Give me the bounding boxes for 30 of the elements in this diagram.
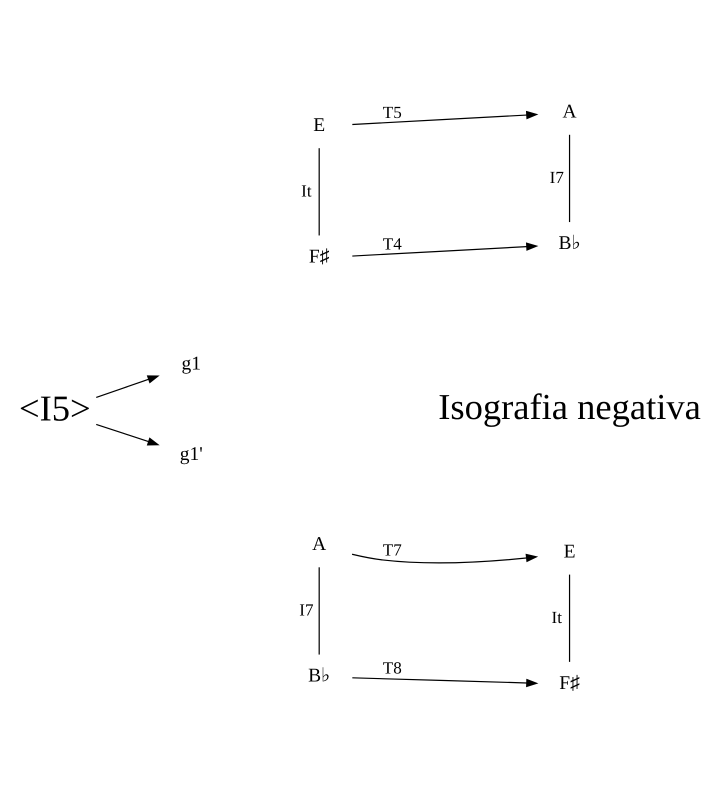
connector bbox=[568, 574, 570, 662]
edge-label: T8 bbox=[382, 658, 402, 677]
node-text: E bbox=[313, 114, 326, 136]
arrow bbox=[352, 553, 538, 563]
node-text: B♭ bbox=[558, 232, 581, 254]
arrow bbox=[96, 374, 160, 398]
node-text: B♭ bbox=[308, 665, 330, 686]
node-text: A bbox=[312, 533, 326, 554]
arrow bbox=[352, 110, 538, 125]
arrow bbox=[96, 423, 160, 445]
node-text: <I5> bbox=[18, 386, 91, 428]
arrow bbox=[352, 242, 538, 256]
connector bbox=[568, 134, 570, 222]
edge-label: T7 bbox=[382, 540, 402, 559]
edge-label: T4 bbox=[382, 234, 402, 253]
arrow bbox=[352, 676, 538, 687]
connector bbox=[318, 566, 320, 654]
node-text: E bbox=[564, 540, 576, 562]
node-text: F♯ bbox=[559, 672, 580, 694]
label: Isografia negativa bbox=[438, 386, 701, 427]
node-text: g1' bbox=[180, 443, 203, 464]
connector bbox=[318, 148, 320, 235]
node-text: A bbox=[562, 100, 577, 122]
node-text: g1 bbox=[182, 353, 202, 374]
edge-label: I7 bbox=[550, 168, 564, 187]
edge-label: It bbox=[552, 607, 562, 626]
edge-label: It bbox=[301, 181, 312, 200]
node-text: F♯ bbox=[308, 246, 330, 267]
edge-label: T5 bbox=[382, 102, 402, 122]
edge-label: I7 bbox=[299, 600, 314, 620]
